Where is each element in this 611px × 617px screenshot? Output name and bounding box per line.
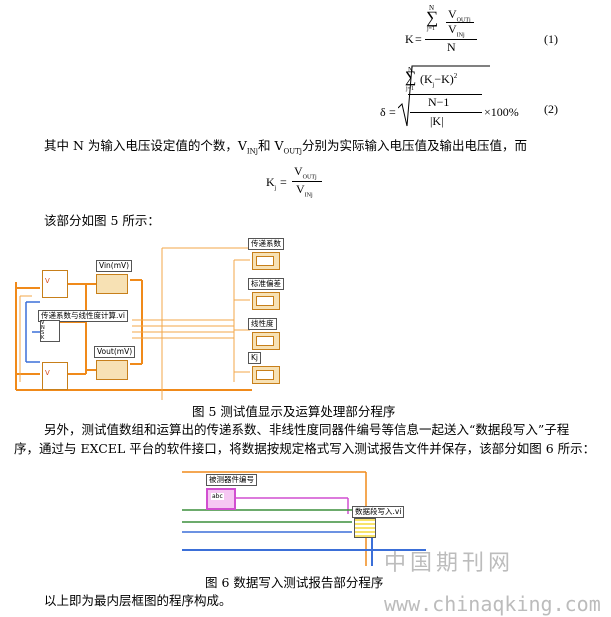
eq2-lhs: δ: [380, 105, 386, 119]
equation-1: K = N ∑ j=1 VOUTj VINj N: [405, 2, 485, 56]
out-indicator-4-label: Kj: [248, 352, 262, 364]
watermark-chinese: 中国期刊网: [384, 551, 515, 576]
eq1-sum-bottom: j=1: [427, 26, 436, 32]
vin-indicator-label: Vin(mV): [96, 260, 133, 272]
eq2-number: (2): [544, 102, 558, 116]
vout-indicator-label: Vout(mV): [94, 346, 136, 358]
write-subvi-label: 数据段写入.vi: [352, 506, 405, 518]
paragraph-3-line-2: 序，通过与 EXCEL 平台的软件接口，将数据按规定格式写入测试报告文件并保存，…: [14, 441, 596, 456]
eq3-den: VINj: [296, 182, 313, 199]
out-indicator-1-label: 传递系数: [248, 238, 284, 250]
vout-control-terminal[interactable]: V: [42, 362, 68, 390]
out-indicator-2[interactable]: [252, 292, 280, 310]
paragraph-4: 以上即为最内层框图的程序构成。: [44, 593, 232, 608]
vin-indicator[interactable]: [96, 274, 128, 294]
paragraph-1: 其中 N 为输入电压设定值的个数，VINj和 VOUTj分别为实际输入电压值及输…: [44, 138, 527, 156]
eq1-outer-den: N: [447, 40, 456, 54]
subvi-label: 传递系数与线性度计算.vi: [38, 310, 128, 322]
eq1-number: (1): [544, 32, 558, 46]
eq2-term: (Kj−K)2: [420, 72, 458, 89]
out-indicator-2-label: 标准偏差: [248, 278, 284, 290]
eq3-lhs: Kj: [266, 175, 277, 192]
device-id-label: 被测器件编号: [206, 474, 257, 486]
equation-2: δ = N ∑ j=1 (Kj−K)2 N−1 |K| ×100%: [380, 65, 519, 128]
paragraph-2: 该部分如图 5 所示：: [44, 213, 160, 228]
figure-5-caption: 图 5 测试值显示及运算处理部分程序: [192, 404, 396, 419]
out-indicator-4[interactable]: [252, 366, 280, 384]
paragraph-3-line-1: 另外，测试值数组和运算出的传递系数、非线性度同器件编号等信息一起送入“数据段写入…: [44, 422, 570, 437]
out-indicator-3[interactable]: [252, 332, 280, 350]
vout-indicator[interactable]: [96, 360, 128, 380]
figure-6: 被测器件编号 abc 数据段写入.vi: [180, 466, 440, 566]
write-subvi-block[interactable]: [354, 518, 376, 538]
eq2-sum-bottom: j=1: [406, 86, 415, 92]
eq1-sum-symbol: ∑: [426, 8, 439, 27]
subvi-block[interactable]: V N S K: [40, 320, 60, 342]
device-id-control[interactable]: abc: [206, 488, 236, 510]
out-indicator-3-label: 线性度: [248, 318, 277, 330]
eq2-radical: [398, 65, 490, 127]
figure-5: V V Vin(mV) Vout(mV) 传递系数与线性度计算.vi V N S…: [12, 232, 302, 402]
figure-5-wires: [15, 247, 252, 400]
eq1-num: VOUTj: [448, 7, 471, 24]
figure-6-caption: 图 6 数据写入测试报告部分程序: [205, 575, 384, 590]
eq2-outer-den: |K|: [430, 114, 444, 128]
vin-control-terminal[interactable]: V: [42, 270, 68, 298]
eq2-sum-top: N: [408, 66, 414, 74]
eq2-sum-symbol: ∑: [405, 69, 417, 86]
eq1-den: VINj: [448, 22, 465, 39]
eq3-num: VOUTj: [294, 164, 317, 181]
eq2-den: N−1: [428, 95, 450, 109]
out-indicator-1[interactable]: [252, 252, 280, 270]
eq2-tail: ×100%: [484, 105, 519, 119]
eq1-sum-top: N: [429, 4, 435, 12]
eq1-lhs: K: [405, 32, 414, 46]
watermark-url: www.chinaqking.com: [384, 592, 601, 616]
equation-3: Kj = VOUTj VINj: [266, 164, 346, 204]
